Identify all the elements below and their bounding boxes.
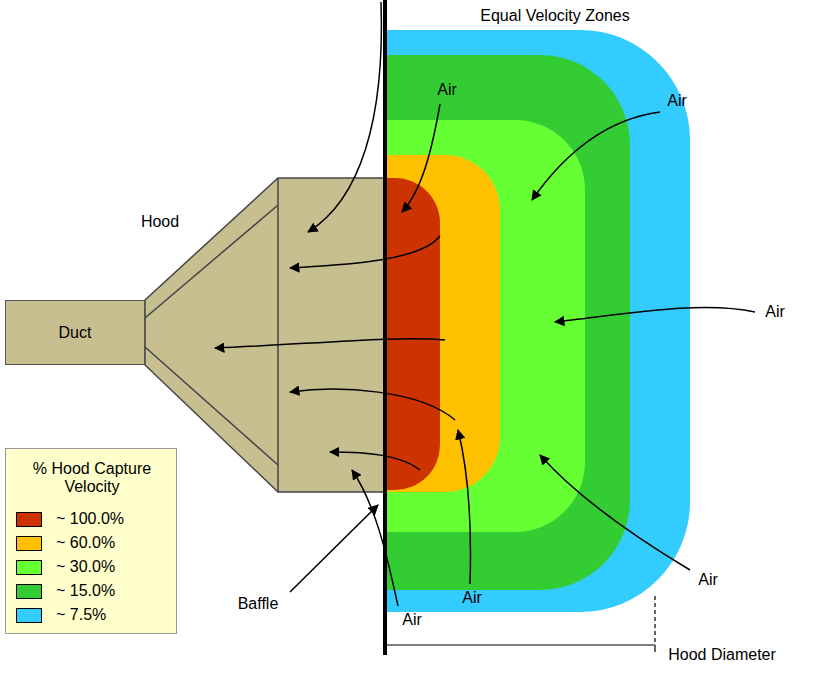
legend-text: ~ 30.0% xyxy=(56,558,115,576)
legend-swatch xyxy=(16,560,42,575)
legend-swatch xyxy=(16,512,42,527)
air-label: Air xyxy=(402,611,422,629)
air-label: Air xyxy=(698,571,718,589)
legend-item: ~ 15.0% xyxy=(16,582,115,600)
legend-swatch xyxy=(16,536,42,551)
air-label: Air xyxy=(667,92,687,110)
air-label: Air xyxy=(437,81,457,99)
air-label: Air xyxy=(462,589,482,607)
duct-box: Duct xyxy=(5,300,145,365)
legend-swatch xyxy=(16,608,42,623)
node-text: Duct xyxy=(59,324,92,342)
diameter-dimension xyxy=(387,596,655,652)
baffle-label: Baffle xyxy=(238,595,279,613)
hood-label: Hood xyxy=(141,213,179,231)
legend-item: ~ 100.0% xyxy=(16,510,124,528)
air-label: Air xyxy=(765,303,785,321)
legend-title: % Hood Capture Velocity xyxy=(10,460,175,497)
zone-title: Equal Velocity Zones xyxy=(480,7,629,25)
legend-item: ~ 30.0% xyxy=(16,558,115,576)
legend-item: ~ 60.0% xyxy=(16,534,115,552)
hood-body xyxy=(145,178,385,492)
legend-text: ~ 60.0% xyxy=(56,534,115,552)
legend-text: ~ 15.0% xyxy=(56,582,115,600)
airflow-arrows xyxy=(215,2,755,606)
legend-text: ~ 100.0% xyxy=(56,510,124,528)
legend-item: ~ 7.5% xyxy=(16,606,106,624)
velocity-zones xyxy=(387,30,690,612)
legend-text: ~ 7.5% xyxy=(56,606,106,624)
dimension-label: Hood Diameter xyxy=(668,646,776,664)
legend-swatch xyxy=(16,584,42,599)
